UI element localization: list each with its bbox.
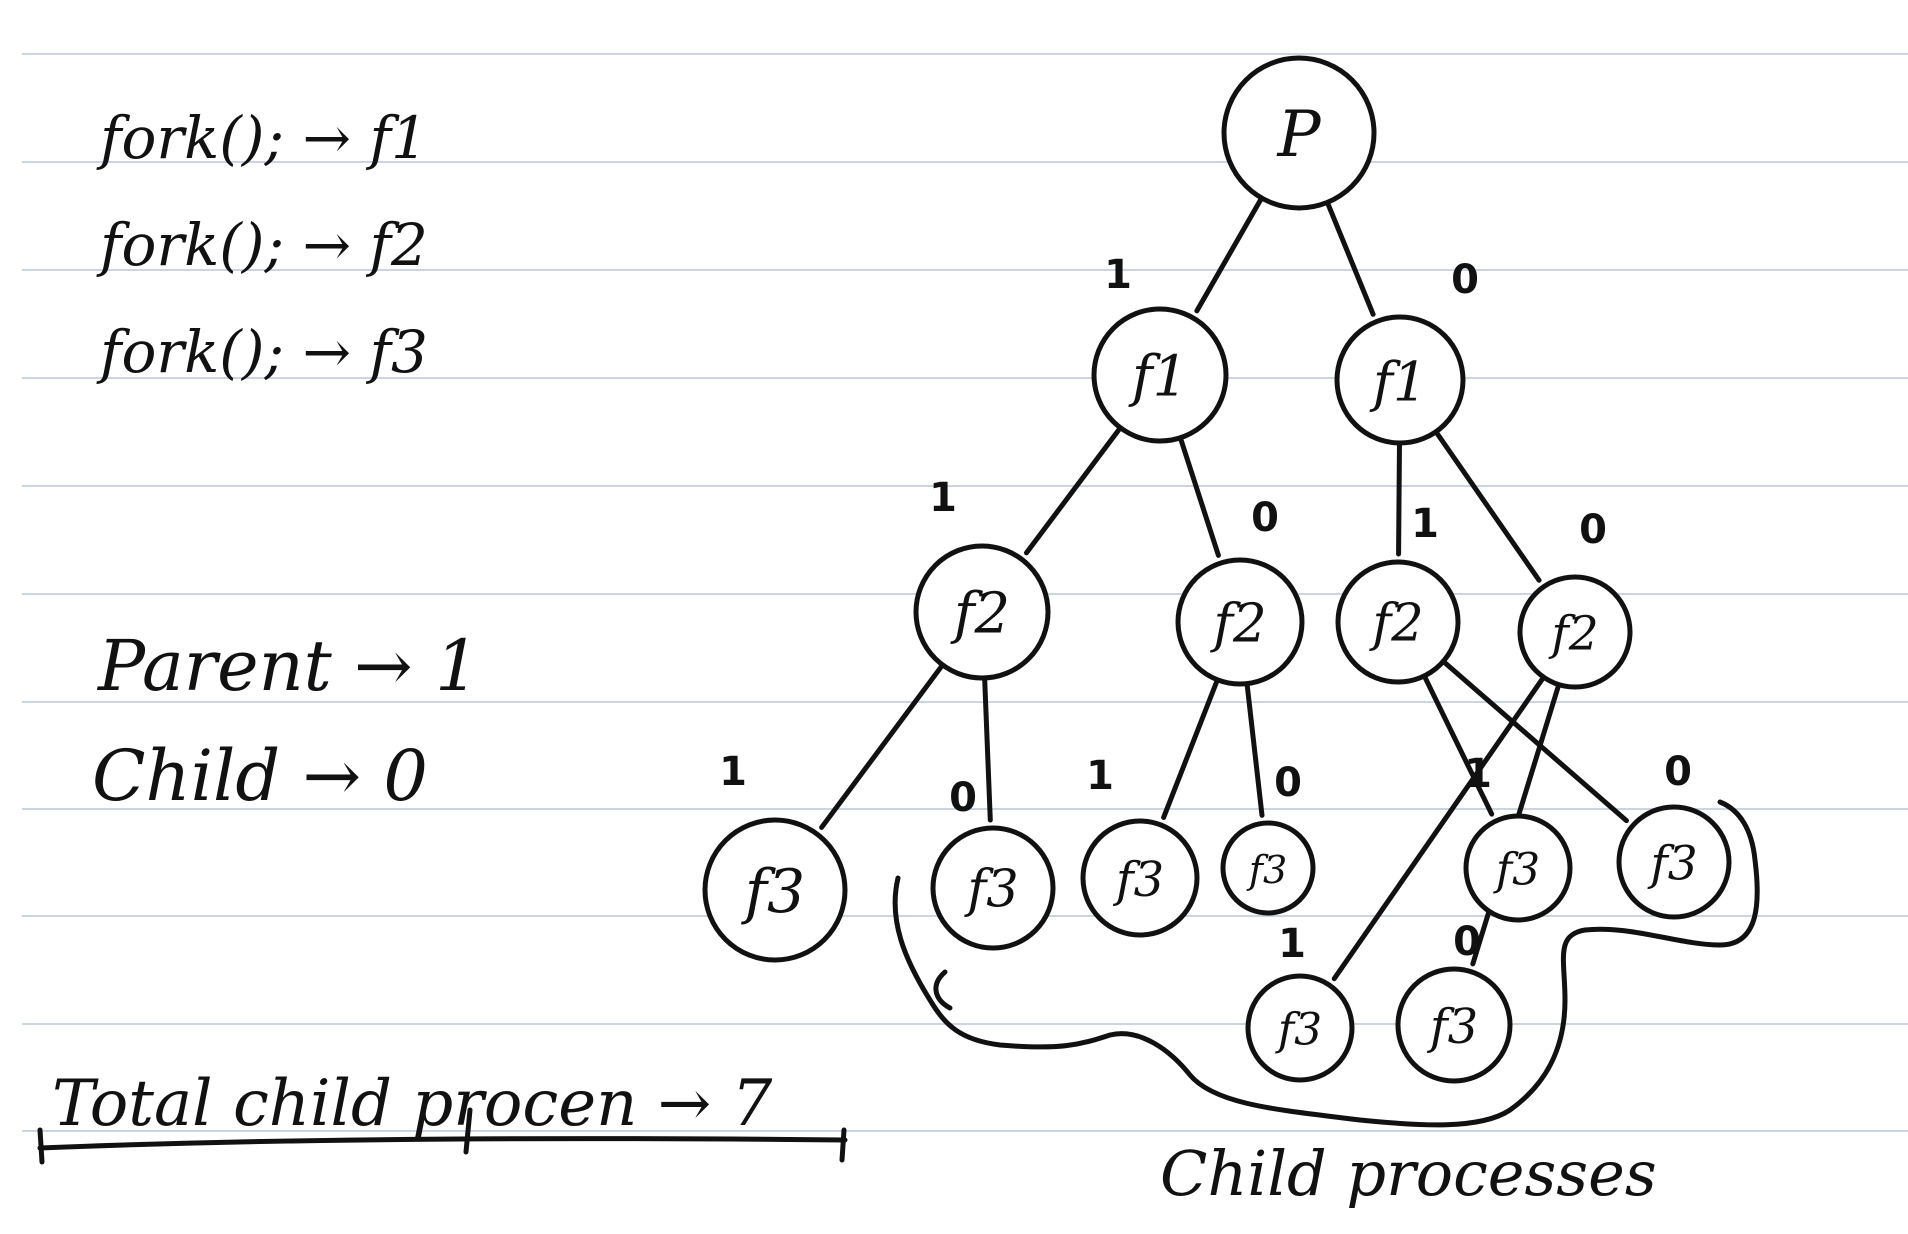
tree-edge-f1b-f2d bbox=[1433, 429, 1542, 583]
node-circle bbox=[1245, 973, 1355, 1083]
tree-edge-f1a-f2a bbox=[1023, 425, 1123, 556]
edge-label-f1a-f2b: 0 bbox=[1251, 495, 1279, 541]
edge-label-p-f1a: 1 bbox=[1104, 252, 1132, 298]
tree-edge-p-f1b bbox=[1324, 199, 1376, 317]
node-circle bbox=[1175, 557, 1305, 687]
legend-child: Child → 0 bbox=[92, 735, 428, 817]
edge-label-f2d-f3h: 0 bbox=[1453, 919, 1481, 965]
edge-label-f2b-f3d: 0 bbox=[1274, 760, 1302, 806]
edge-label-f2d-f3g: 1 bbox=[1278, 921, 1306, 967]
node-label: f3 bbox=[1647, 837, 1697, 892]
tree-edge-f2a-f3b bbox=[982, 675, 993, 823]
node-label: f1 bbox=[1128, 345, 1188, 410]
tree-node-f3a: f3 bbox=[702, 817, 848, 963]
node-label: f3 bbox=[963, 861, 1018, 920]
tree-node-f3b: f3 bbox=[930, 825, 1056, 951]
code-line-2: fork(); → f2 bbox=[96, 211, 428, 279]
tree-edge-f2b-f3d bbox=[1244, 681, 1265, 818]
child-processes-bracket bbox=[892, 799, 1760, 1128]
tree-edge-f1b-f2c bbox=[1396, 440, 1402, 557]
tree-edge-f2a-f3a bbox=[819, 662, 946, 830]
edge-label-f1b-f2d: 0 bbox=[1579, 507, 1607, 553]
tree-node-f3h: f3 bbox=[1395, 966, 1513, 1084]
tree-nodes: Pf1 f1 f2 f2 f2 f2 f3 f3 f3 f3 f3 f3 f3 f3 bbox=[702, 55, 1732, 1084]
tree-node-f2b: f2 bbox=[1175, 557, 1305, 687]
total-underline-tick-left bbox=[37, 1127, 45, 1165]
tree-node-f2d: f2 bbox=[1517, 574, 1633, 690]
bracket-caption: Child processes bbox=[1160, 1137, 1657, 1210]
node-circle bbox=[1517, 574, 1633, 690]
edge-label-f2c-f3f: 0 bbox=[1664, 749, 1692, 795]
node-circle bbox=[1335, 559, 1461, 685]
total-summary: Total child procen → 7 bbox=[37, 1067, 848, 1165]
tree-node-f3c: f3 bbox=[1080, 818, 1200, 938]
node-label: f2 bbox=[1209, 594, 1266, 655]
tree-edge-f2b-f3c bbox=[1161, 677, 1220, 820]
total-text: Total child procen → 7 bbox=[52, 1067, 773, 1141]
node-label: f3 bbox=[1493, 845, 1540, 896]
node-label: P bbox=[1276, 98, 1321, 172]
node-circle bbox=[1395, 966, 1513, 1084]
edge-label-f2c-f3e: 1 bbox=[1464, 751, 1492, 797]
node-circle bbox=[930, 825, 1056, 951]
total-underline bbox=[37, 1136, 848, 1151]
tree-node-f1b: f1 bbox=[1334, 314, 1466, 446]
fork-code-block: fork(); → f1 fork(); → f2 fork(); → f3 bbox=[96, 104, 428, 386]
code-line-3: fork(); → f3 bbox=[96, 318, 428, 386]
tree-node-f3g: f3 bbox=[1245, 973, 1355, 1083]
node-circle bbox=[702, 817, 848, 963]
node-circle bbox=[1080, 818, 1200, 938]
edge-label-f2a-f3b: 0 bbox=[949, 775, 977, 821]
total-underline-tick-mid bbox=[463, 1107, 473, 1155]
node-label: f3 bbox=[1113, 852, 1164, 908]
edge-label-f1a-f2a: 1 bbox=[929, 475, 957, 521]
node-circle bbox=[1334, 314, 1466, 446]
tree-edge-p-f1a bbox=[1194, 195, 1265, 314]
edge-label-f1b-f2c: 1 bbox=[1411, 501, 1439, 547]
tree-node-f2a: f2 bbox=[913, 543, 1051, 681]
total-underline-tick-right bbox=[839, 1127, 847, 1163]
node-label: f1 bbox=[1369, 351, 1427, 414]
node-circle bbox=[1091, 306, 1229, 444]
tree-edge-f2c-f3e bbox=[1421, 673, 1495, 817]
node-label: f2 bbox=[950, 582, 1010, 647]
tree-node-f2c: f2 bbox=[1335, 559, 1461, 685]
bracket-hook bbox=[933, 969, 953, 1011]
tree-node-f3d: f3 bbox=[1220, 820, 1316, 916]
tree-node-f1a: f1 bbox=[1091, 306, 1229, 444]
tree-node-p: P bbox=[1221, 55, 1377, 211]
node-label: f3 bbox=[1427, 999, 1478, 1055]
legend-parent: Parent → 1 bbox=[96, 625, 479, 707]
node-label: f2 bbox=[1368, 595, 1423, 654]
node-circle bbox=[1220, 820, 1316, 916]
tree-edge-labels: 1 0 1 0 1 0 1 0 1 0 1 0 1 0 bbox=[719, 252, 1692, 967]
edge-label-p-f1b: 0 bbox=[1451, 257, 1479, 303]
node-label: f3 bbox=[741, 857, 805, 927]
node-label: f2 bbox=[1548, 607, 1598, 662]
return-value-legend: Parent → 1 Child → 0 bbox=[92, 625, 479, 817]
tree-node-f3e: f3 bbox=[1463, 813, 1573, 923]
node-circle bbox=[1463, 813, 1573, 923]
tree-edge-f2d-f3g bbox=[1331, 674, 1547, 982]
node-label: f3 bbox=[1246, 848, 1287, 892]
node-circle bbox=[1221, 55, 1377, 211]
edge-label-f2a-f3a: 1 bbox=[719, 749, 747, 795]
node-label: f3 bbox=[1275, 1005, 1322, 1056]
tree-edge-f1a-f2b bbox=[1177, 435, 1221, 558]
tree-node-f3f: f3 bbox=[1616, 804, 1732, 920]
code-line-1: fork(); → f1 bbox=[96, 104, 428, 172]
tree-edge-f2c-f3f bbox=[1440, 658, 1629, 824]
node-circle bbox=[1616, 804, 1732, 920]
node-circle bbox=[913, 543, 1051, 681]
edge-label-f2b-f3c: 1 bbox=[1086, 753, 1114, 799]
